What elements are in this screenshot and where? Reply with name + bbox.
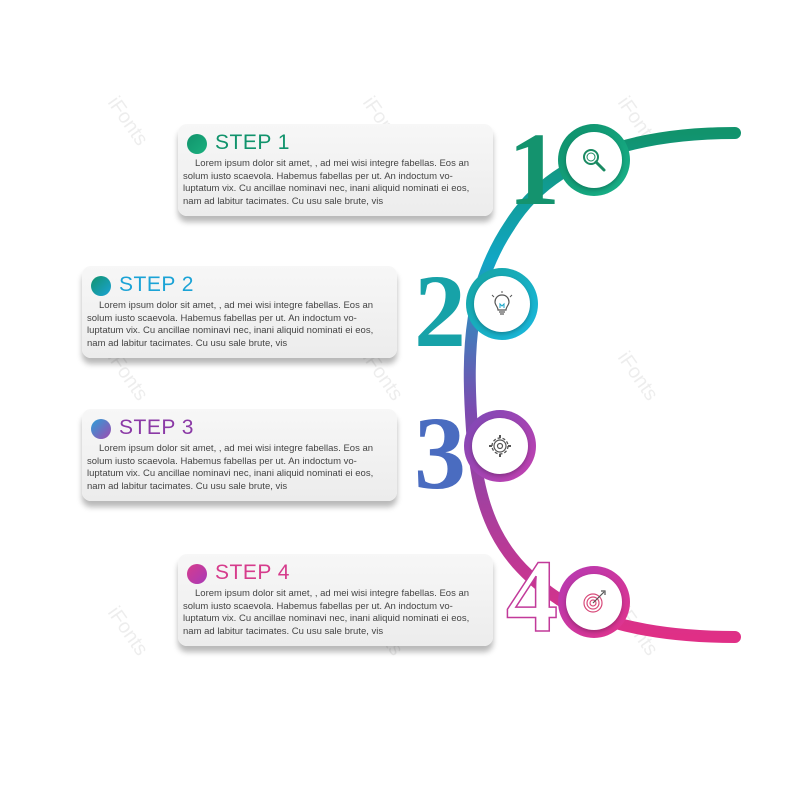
step-3-card: STEP 3 Lorem ipsum dolor sit amet, , ad …: [82, 409, 397, 501]
step-1-number: 1: [508, 112, 560, 227]
step-1-text: Lorem ipsum dolor sit amet, , ad mei wis…: [183, 158, 470, 207]
gear-icon: [489, 435, 511, 457]
step-4-number: 4: [505, 539, 559, 654]
step-3-text: Lorem ipsum dolor sit amet, , ad mei wis…: [87, 443, 374, 492]
target-icon: [583, 590, 606, 613]
step-2-badge: [466, 268, 538, 340]
step-4-card: STEP 4 Lorem ipsum dolor sit amet, , ad …: [178, 554, 493, 646]
step-2-title: STEP 2: [119, 273, 194, 296]
step-2-number: 2: [414, 254, 466, 369]
step-3-dot: [91, 419, 111, 439]
step-1-title: STEP 1: [215, 131, 290, 154]
step-2-dot: [91, 276, 111, 296]
step-3-title: STEP 3: [119, 416, 194, 439]
step-2-card: STEP 2 Lorem ipsum dolor sit amet, , ad …: [82, 266, 397, 358]
step-1-badge: [558, 124, 630, 196]
step-1-card: STEP 1 Lorem ipsum dolor sit amet, , ad …: [178, 124, 493, 216]
step-4-text: Lorem ipsum dolor sit amet, , ad mei wis…: [183, 588, 470, 637]
step-4-badge: [558, 566, 630, 638]
magnifier-icon: [583, 149, 606, 172]
step-2-text: Lorem ipsum dolor sit amet, , ad mei wis…: [87, 300, 374, 349]
step-4-title: STEP 4: [215, 561, 290, 584]
lightbulb-icon: [491, 291, 513, 315]
step-1-dot: [187, 134, 207, 154]
step-4-dot: [187, 564, 207, 584]
step-3-badge: [464, 410, 536, 482]
step-3-number: 3: [414, 396, 466, 511]
